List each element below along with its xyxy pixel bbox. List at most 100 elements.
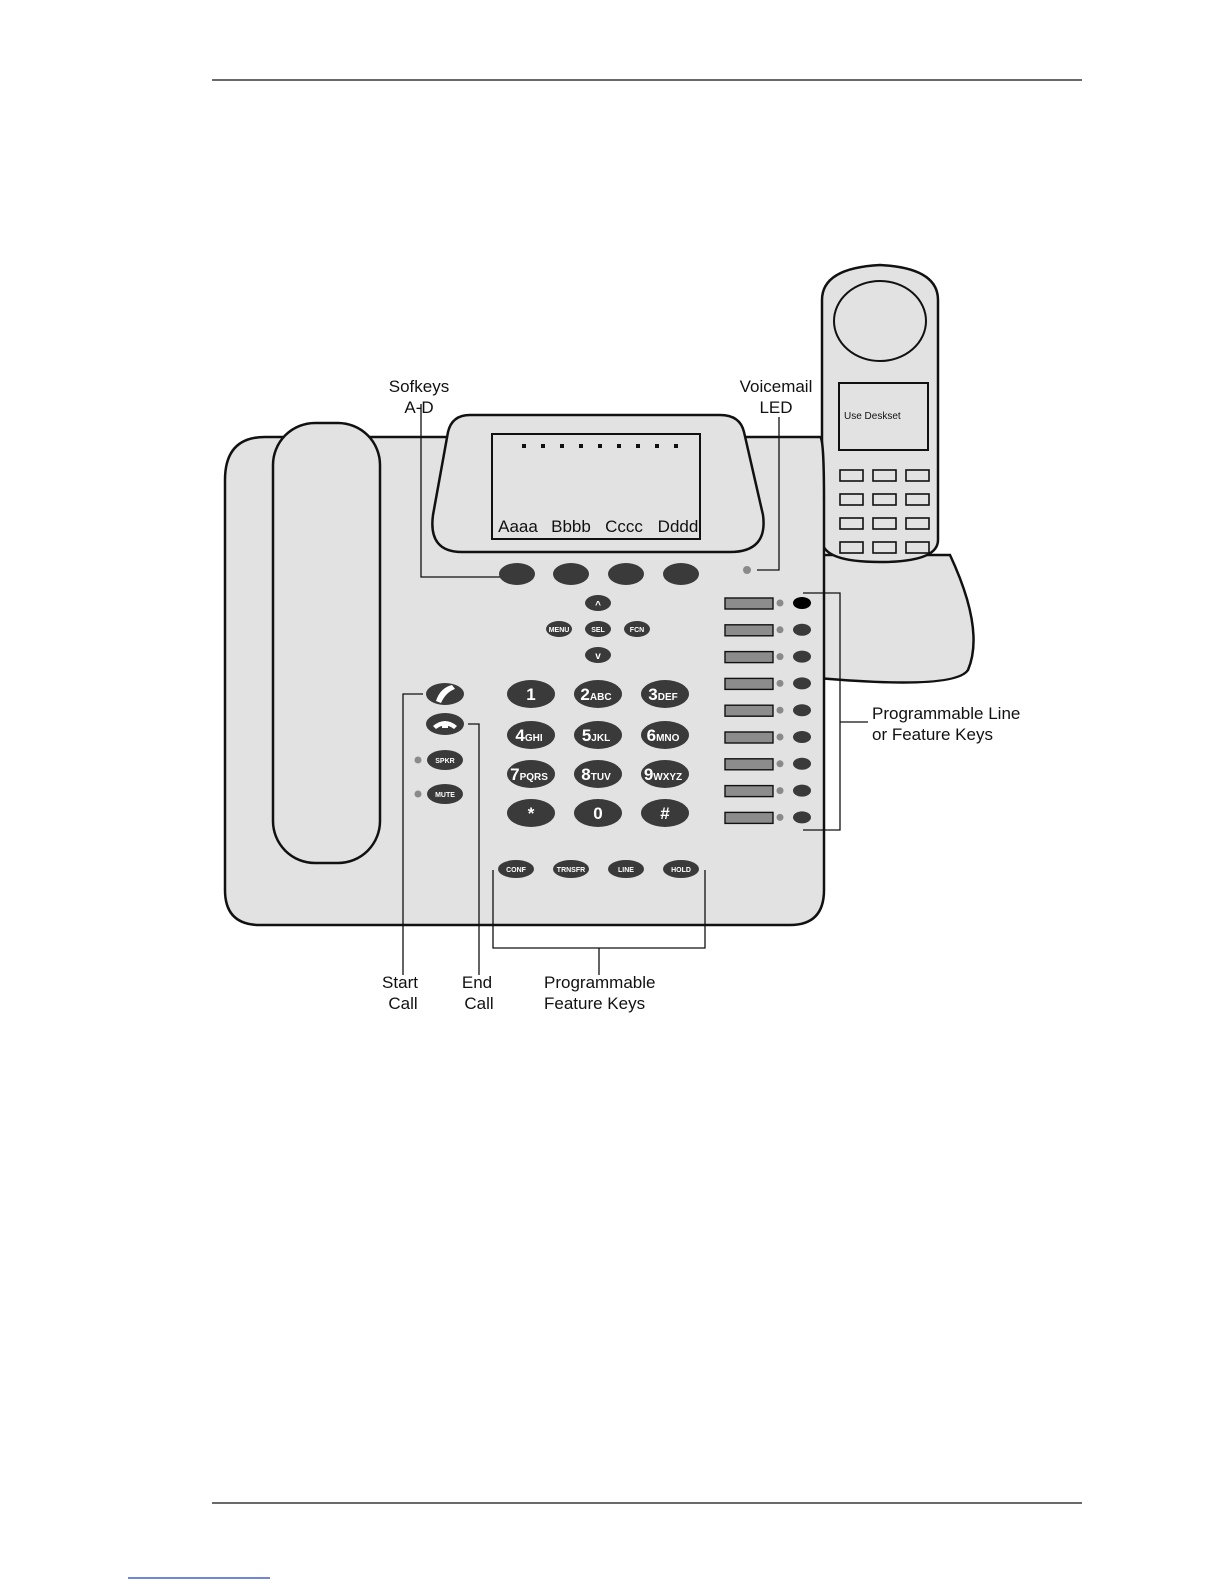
handset-key[interactable] [840, 494, 863, 505]
dial-key[interactable]: 1 [507, 680, 555, 708]
nav-up-label: ^ [595, 600, 601, 611]
feature-key[interactable]: CONF [498, 860, 534, 878]
handset-key[interactable] [906, 518, 929, 529]
end-call-button[interactable] [426, 713, 464, 735]
line-key-button[interactable] [793, 624, 811, 636]
line-key-button[interactable] [793, 731, 811, 743]
handset-key[interactable] [906, 542, 929, 553]
callout-voicemail-2: LED [759, 398, 792, 417]
handset-key[interactable] [840, 542, 863, 553]
line-key-button[interactable] [793, 651, 811, 663]
line-key-row[interactable] [725, 677, 811, 689]
softkey-button[interactable] [608, 563, 644, 585]
line-key-row[interactable] [725, 811, 811, 823]
callout-start-call-2: Call [388, 994, 417, 1013]
line-key-led [777, 600, 784, 607]
handset-key[interactable] [906, 494, 929, 505]
dial-key-digit: 1 [526, 685, 535, 704]
fcn-button[interactable]: FCN [624, 621, 650, 637]
spkr-label: SPKR [435, 758, 454, 765]
line-key-label-strip [725, 598, 773, 609]
receiver[interactable] [273, 423, 380, 863]
voicemail-led [743, 566, 751, 574]
handset-earpiece [834, 281, 926, 361]
line-key-row[interactable] [725, 624, 811, 636]
lcd-dot [522, 444, 526, 448]
feature-key[interactable]: TRNSFR [553, 860, 589, 878]
handset-key[interactable] [873, 470, 896, 481]
dial-key[interactable]: 3DEF [641, 680, 689, 708]
menu-button[interactable]: MENU [546, 621, 572, 637]
line-key-button[interactable] [793, 704, 811, 716]
line-key-button[interactable] [793, 677, 811, 689]
dial-key[interactable]: 0 [574, 799, 622, 827]
line-key-row[interactable] [725, 785, 811, 797]
dial-key-label: # [660, 804, 670, 823]
dial-key[interactable]: 8TUV [574, 760, 622, 788]
line-key-row[interactable] [725, 597, 811, 609]
dial-key-digit: 2 [580, 685, 589, 704]
dial-key[interactable]: # [641, 799, 689, 827]
line-key-row[interactable] [725, 704, 811, 716]
line-key-led [777, 653, 784, 660]
sel-button[interactable]: SEL [585, 621, 611, 637]
dial-key[interactable]: * [507, 799, 555, 827]
dial-key[interactable]: 5JKL [574, 721, 622, 749]
line-key-button[interactable] [793, 785, 811, 797]
line-key-row[interactable] [725, 731, 811, 743]
dial-key-digit: 6 [647, 726, 656, 745]
handset-key[interactable] [906, 470, 929, 481]
start-call-button[interactable] [426, 683, 464, 705]
softkey-button[interactable] [663, 563, 699, 585]
callout-end-call-1: End [462, 973, 492, 992]
handset-key[interactable] [873, 542, 896, 553]
line-key-label-strip [725, 732, 773, 743]
dial-key[interactable]: 4GHI [507, 721, 555, 749]
callout-end-call-2: Call [464, 994, 493, 1013]
dial-key[interactable]: 6MNO [641, 721, 689, 749]
line-key-row[interactable] [725, 758, 811, 770]
feature-key[interactable]: LINE [608, 860, 644, 878]
line-key-label-strip [725, 652, 773, 663]
line-key-led [777, 787, 784, 794]
line-key-led [777, 760, 784, 767]
softkey-button[interactable] [499, 563, 535, 585]
lcd-softkey-label: Cccc [605, 517, 643, 536]
mute-button[interactable]: MUTE [427, 784, 463, 804]
dial-key-letters: TUV [591, 772, 611, 783]
dial-key-digit: # [660, 804, 670, 823]
cordless-handset: Use Deskset [822, 265, 938, 562]
nav-up-button[interactable]: ^ [585, 595, 611, 611]
callout-softkeys-2: A-D [404, 398, 433, 417]
dial-key-letters: WXYZ [653, 772, 682, 783]
handset-key[interactable] [840, 470, 863, 481]
line-key-row[interactable] [725, 651, 811, 663]
line-key-button[interactable] [793, 758, 811, 770]
dial-key[interactable]: 2ABC [574, 680, 622, 708]
nav-down-label: v [595, 651, 601, 662]
softkey-button[interactable] [553, 563, 589, 585]
callout-prog-feature-2: Feature Keys [544, 994, 645, 1013]
line-key-label-strip [725, 625, 773, 636]
feature-key[interactable]: HOLD [663, 860, 699, 878]
line-key-button[interactable] [793, 811, 811, 823]
line-key-led [777, 734, 784, 741]
dial-key-letters: ABC [590, 692, 612, 703]
line-key-label-strip [725, 786, 773, 797]
dial-key-digit: 5 [582, 726, 591, 745]
handset-key[interactable] [873, 494, 896, 505]
spkr-button[interactable]: SPKR [427, 750, 463, 770]
mute-led [415, 791, 422, 798]
callout-prog-line-1: Programmable Line [872, 704, 1020, 723]
handset-key[interactable] [873, 518, 896, 529]
dial-key[interactable]: 9WXYZ [641, 760, 689, 788]
dial-key[interactable]: 7PQRS [507, 760, 555, 788]
lcd-dot [598, 444, 602, 448]
handset-key[interactable] [840, 518, 863, 529]
nav-down-button[interactable]: v [585, 647, 611, 663]
lcd-dot [617, 444, 621, 448]
lcd-dot [674, 444, 678, 448]
line-key-button[interactable] [793, 597, 811, 609]
